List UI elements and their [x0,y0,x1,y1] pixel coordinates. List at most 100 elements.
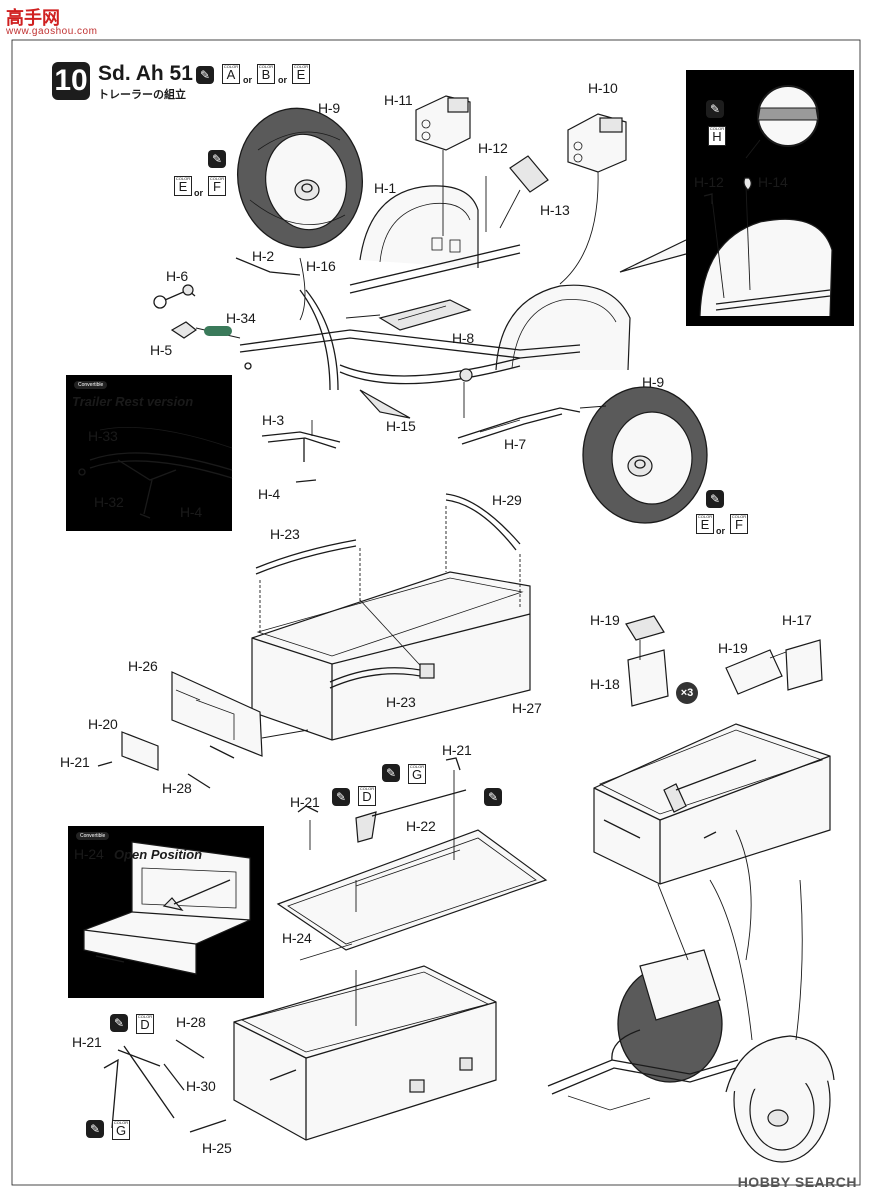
part-label: H-4 [258,486,280,502]
color-chip-g: G [408,764,426,784]
paint-brush-icon: ✎ [208,150,226,168]
paint-brush-icon: ✎ [706,100,724,118]
shovel-h22-drawing [297,757,467,843]
convertible-badge: Convertible [74,381,108,389]
color-chip-f: F [208,176,226,196]
paint-brush-icon: ✎ [86,1120,104,1138]
hobby-search-logo: HOBBY SEARCH [737,1174,857,1190]
paint-brush-icon: ✎ [196,66,214,84]
part-label: H-29 [492,492,522,508]
frame-drawing [239,244,581,419]
color-chip-d: D [136,1014,154,1034]
rest-h3-drawing [261,431,341,483]
block-h13-drawing [509,155,549,193]
part-label: H-7 [504,436,526,452]
or-label: or [278,75,287,85]
part-label: H-19 [718,640,748,656]
part-label: H-4 [180,504,202,520]
paint-brush-icon: ✎ [110,1014,128,1032]
paint-brush-icon: ✎ [332,788,350,806]
part-label: H-21 [60,754,90,770]
color-chip-b: B [257,64,275,84]
part-label: H-3 [262,412,284,428]
part-label: H-2 [252,248,274,264]
part-label: H-6 [166,268,188,284]
part-label: H-28 [176,1014,206,1030]
part-label: H-20 [88,716,118,732]
step-title: Sd. Ah 51 [98,62,193,85]
paint-brush-icon: ✎ [706,490,724,508]
trailer-rest-drawing [78,426,233,519]
color-chip-a: A [222,64,240,84]
wheel-bottom-drawing [582,386,708,524]
part-label: H-21 [72,1034,102,1050]
step-number: 10 [52,62,90,100]
color-chip-e: E [696,514,714,534]
bracket-h10-drawing [567,113,627,173]
inset-caption: Open Position [114,847,203,862]
jerrycans-drawing [625,615,823,707]
inset-caption: Trailer Rest version [72,394,194,409]
part-label: H-15 [386,418,416,434]
part-label: H-33 [88,428,118,444]
part-label: H-24 [282,930,312,946]
watermark-site: 高手网 [6,8,60,28]
part-label: H-26 [128,658,158,674]
color-chip-e: E [292,64,310,84]
inset-pointer [619,239,687,273]
part-label: H-34 [226,310,256,326]
wheel-top-drawing [236,107,364,249]
convertible-badge: Convertible [76,832,110,840]
part-label: H-8 [452,330,474,346]
part-label: H-11 [384,92,413,108]
part-label: H-19 [590,612,620,628]
part-label: H-9 [642,374,664,390]
color-chip-e: E [174,176,192,196]
part-label: H-23 [386,694,416,710]
or-label: or [194,188,203,198]
part-label: H-21 [442,742,472,758]
color-chip-f: F [730,514,748,534]
leaf-spring-h7-drawing [457,407,581,445]
paint-brush-icon: ✎ [484,788,502,806]
open-position-drawing [83,841,251,975]
paint-brush-icon: ✎ [382,764,400,782]
part-label: H-24 [74,846,104,862]
watermark-domain: www.gaoshou.com [6,26,98,37]
color-chip-g: G [112,1120,130,1140]
plate-h20-drawing [97,731,211,789]
part-label: H-14 [758,174,788,190]
part-label: H-27 [512,700,542,716]
or-label: or [716,526,725,536]
color-chip-d: D [358,786,376,806]
lid-h24-drawing [276,770,548,951]
part-label: H-1 [374,180,396,196]
part-label: H-30 [186,1078,216,1094]
part-label: H-23 [270,526,300,542]
assembly-lines-top [299,150,607,436]
part-label: H-21 [290,794,320,810]
part-label: H-25 [202,1140,232,1156]
part-label: H-17 [782,612,812,628]
part-label: H-16 [306,258,336,274]
pickaxe-drawing [103,1039,227,1133]
convertible-arrow-icon [204,326,232,336]
cargo-box-base-drawing [233,943,497,1141]
part-label: H-32 [94,494,124,510]
part-label: H-9 [318,100,340,116]
completed-trailer-drawing [547,829,835,1163]
part-label: H-10 [588,80,618,96]
part-label: H-18 [590,676,620,692]
part-label: H-12 [694,174,724,190]
part-label: H-5 [150,342,172,358]
fender-left-drawing [359,185,479,268]
quantity-badge: ×3 [676,682,698,704]
part-label: H-22 [406,818,436,834]
bracket-h11-drawing [415,95,471,151]
part-label: H-28 [162,780,192,796]
completed-box-drawing [593,723,831,885]
part-label: H-13 [540,202,570,218]
or-label: or [243,75,252,85]
part-label: H-12 [478,140,508,156]
